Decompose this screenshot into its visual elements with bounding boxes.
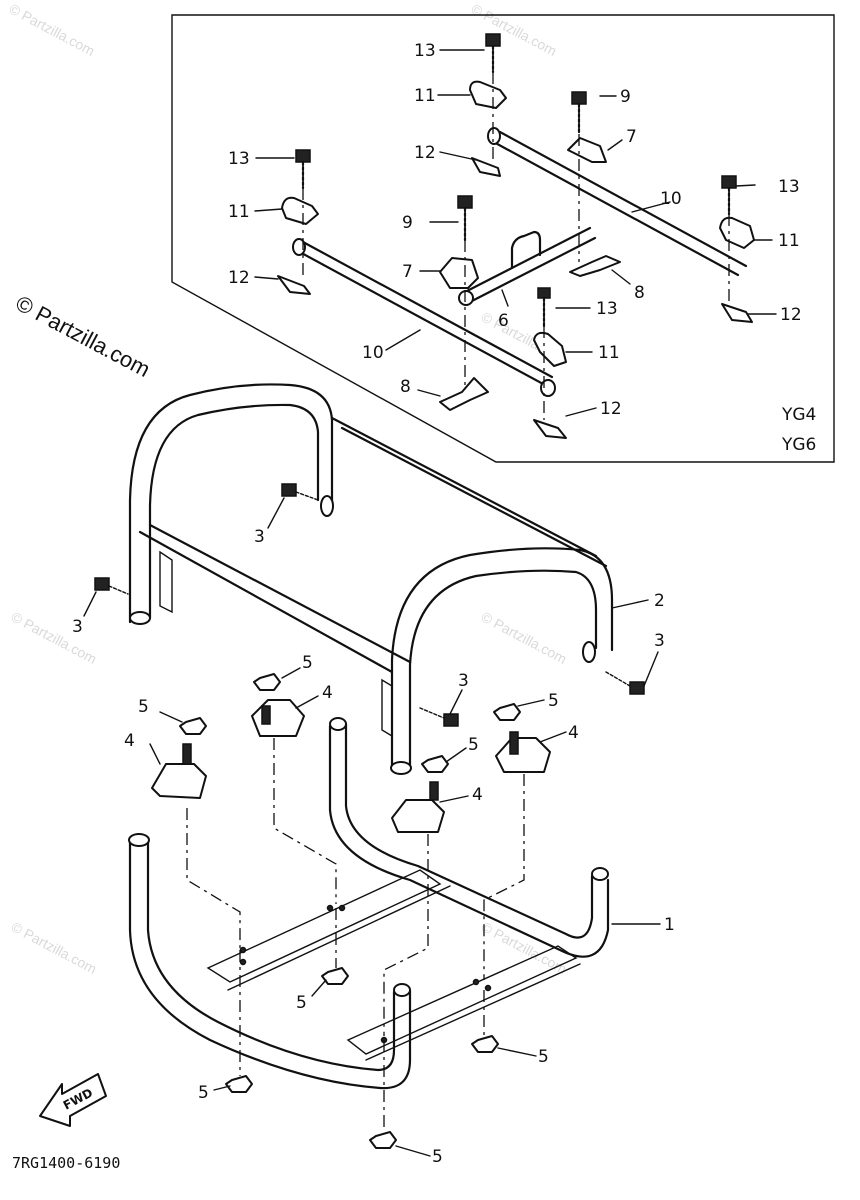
watermark-text: © Partzilla.com xyxy=(7,1,98,59)
leader-lines xyxy=(83,49,777,1157)
variant-label-yg4: YG4 xyxy=(781,405,816,425)
callout-12: 12 xyxy=(600,399,622,419)
watermark-text: © Partzilla.com xyxy=(9,919,100,977)
callout-11: 11 xyxy=(228,202,250,222)
clamp-11-left xyxy=(281,196,319,225)
frame-2 xyxy=(128,383,614,775)
callout-5: 5 xyxy=(296,993,307,1013)
nut-5 xyxy=(493,703,521,721)
callout-labels: 13 11 12 9 7 13 11 12 10 13 11 9 7 8 6 1… xyxy=(72,41,802,1167)
callout-12: 12 xyxy=(780,305,802,325)
nut-12-mid xyxy=(533,419,567,439)
rod-10-right xyxy=(487,127,748,277)
callout-5: 5 xyxy=(468,735,479,755)
callout-12: 12 xyxy=(414,143,436,163)
clamp-11-mid xyxy=(533,331,567,367)
bolt-13-mid xyxy=(537,287,551,328)
clamp-7-top xyxy=(567,137,607,163)
callout-5: 5 xyxy=(432,1147,443,1167)
callout-3: 3 xyxy=(654,631,665,651)
variant-label-yg6: YG6 xyxy=(781,435,816,455)
watermark-text-large: © Partzilla.com xyxy=(12,290,155,382)
bolt-3 xyxy=(94,577,129,595)
callout-10: 10 xyxy=(362,343,384,363)
nut-12-top xyxy=(471,157,501,177)
bolt-3 xyxy=(605,671,645,695)
nut-5 xyxy=(321,967,349,985)
bolt-9-left xyxy=(457,195,473,242)
callout-2: 2 xyxy=(654,591,665,611)
callout-13: 13 xyxy=(228,149,250,169)
clamp-11-top xyxy=(469,80,507,109)
watermark-text: © Partzilla.com xyxy=(479,609,570,667)
callout-11: 11 xyxy=(778,231,800,251)
rubber-mount-4 xyxy=(391,781,445,833)
callout-10: 10 xyxy=(660,189,682,209)
nut-5 xyxy=(369,1131,397,1149)
nut-5 xyxy=(421,755,449,773)
bracket-8-right xyxy=(569,255,621,277)
callout-5: 5 xyxy=(198,1083,209,1103)
callout-9: 9 xyxy=(620,87,631,107)
callout-5: 5 xyxy=(538,1047,549,1067)
clamp-7-left xyxy=(439,257,479,289)
callout-13: 13 xyxy=(414,41,436,61)
watermark-text: © Partzilla.com xyxy=(9,609,100,667)
rubber-mount-4 xyxy=(151,743,207,799)
callout-3: 3 xyxy=(254,527,265,547)
rubber-mount-4 xyxy=(251,699,305,737)
callout-5: 5 xyxy=(548,691,559,711)
callout-6: 6 xyxy=(498,311,509,331)
rod-10-left xyxy=(292,238,556,397)
callout-13: 13 xyxy=(596,299,618,319)
callout-11: 11 xyxy=(598,343,620,363)
callout-11: 11 xyxy=(414,86,436,106)
callout-1: 1 xyxy=(664,915,675,935)
nut-5 xyxy=(179,717,207,735)
nut-5 xyxy=(471,1035,499,1053)
callout-9: 9 xyxy=(402,213,413,233)
callout-8: 8 xyxy=(634,283,645,303)
frame-1 xyxy=(128,717,610,1090)
callout-7: 7 xyxy=(626,127,637,147)
assembly-guides xyxy=(186,738,525,1132)
bolt-9-top xyxy=(571,91,587,136)
bolt-3 xyxy=(281,483,319,501)
bracket-8-left xyxy=(439,377,489,411)
clamp-11-right xyxy=(719,216,755,249)
callout-5: 5 xyxy=(302,653,313,673)
bolt-3 xyxy=(419,707,459,727)
bolt-13-left xyxy=(295,149,311,190)
callout-4: 4 xyxy=(568,723,579,743)
callout-8: 8 xyxy=(400,377,411,397)
callout-3: 3 xyxy=(72,617,83,637)
bolt-13-top xyxy=(485,33,501,74)
callout-12: 12 xyxy=(228,268,250,288)
nut-12-right xyxy=(721,303,753,323)
variant-inset-border xyxy=(171,14,835,463)
callout-5: 5 xyxy=(138,697,149,717)
callout-4: 4 xyxy=(472,785,483,805)
callout-4: 4 xyxy=(124,731,135,751)
nut-5 xyxy=(225,1075,253,1093)
diagram-code: 7RG1400-6190 xyxy=(12,1154,120,1172)
rubber-mount-4 xyxy=(495,731,551,773)
bolt-13-right xyxy=(721,175,737,216)
callout-13: 13 xyxy=(778,177,800,197)
callout-7: 7 xyxy=(402,262,413,282)
callout-4: 4 xyxy=(322,683,333,703)
callout-3: 3 xyxy=(458,671,469,691)
fwd-arrow-icon: FWD xyxy=(39,1073,107,1127)
nut-5 xyxy=(253,673,281,691)
nut-12-left xyxy=(277,275,311,295)
handle-bar-6 xyxy=(458,226,597,306)
